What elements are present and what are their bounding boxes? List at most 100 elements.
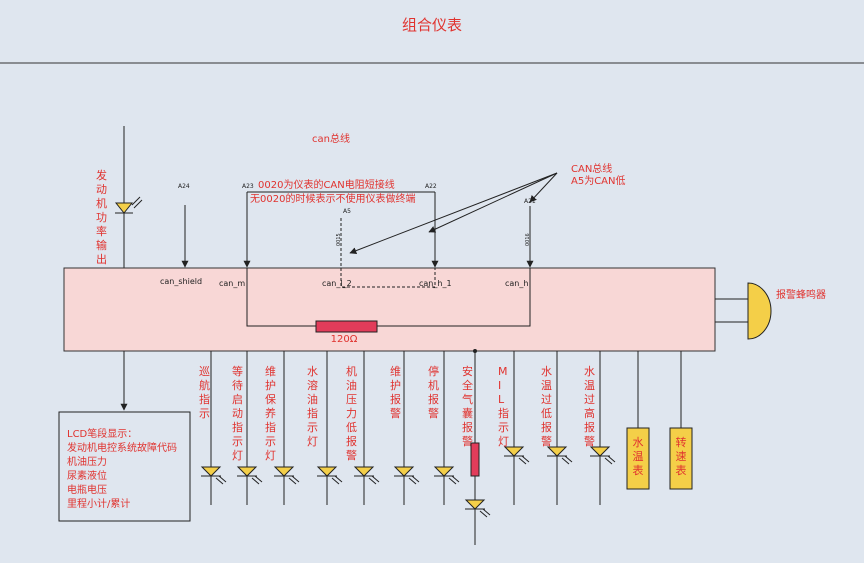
indicator-label: 安全气囊报警 (462, 364, 473, 448)
page-title: 组合仪表 (402, 16, 462, 34)
lamp-ray (368, 477, 377, 485)
lamp-icon (316, 466, 338, 477)
lamp-ray (251, 477, 260, 485)
lamp-icon (433, 466, 455, 477)
indicator-2: 等待启动指示灯 (232, 351, 263, 505)
lamp-ray (411, 475, 420, 483)
can-note-pointer (349, 172, 558, 254)
lamp-ray (334, 475, 343, 483)
termination-loop (246, 268, 531, 327)
indicator-group: 巡航指示 等待启动指示灯 维护保养指示灯 水溶油指示灯 机油压力低报警 维护报警 停机报警 安… (199, 349, 616, 545)
gauge-1: 水温表 (626, 351, 650, 490)
lamp-ray (482, 508, 491, 516)
lamp-icon (464, 499, 486, 510)
can-note-pointer (529, 172, 558, 203)
lamp-ray (604, 457, 613, 465)
lamp-ray (448, 477, 457, 485)
lamp-ray (564, 455, 573, 463)
indicator-11: 水温过高报警 (584, 351, 616, 505)
lamp-ray (521, 455, 530, 463)
pin-a22: A22 (425, 183, 437, 190)
resistor-120-ohm (315, 320, 378, 333)
indicator-label: 维护保养指示灯 (265, 365, 276, 462)
lamp-ray (288, 477, 297, 485)
airbag-resistor (470, 442, 480, 477)
wire-code-0016: 0016 (525, 233, 531, 246)
lamp-ray (218, 475, 227, 483)
junction-dot (473, 349, 477, 353)
lamp-icon (503, 446, 525, 457)
lamp-ray (607, 455, 616, 463)
note-can-bus-line2: A5为CAN低 (571, 174, 626, 187)
lamp-ray (479, 510, 488, 518)
indicator-label: 停机报警 (428, 364, 439, 420)
indicator-label: 水温过高报警 (584, 365, 595, 448)
lamp-icon (273, 466, 295, 477)
lamp-ray (371, 475, 380, 483)
indicator-label: 机油压力低报警 (346, 364, 357, 462)
lcd-title: LCD笔段显示： (67, 427, 137, 440)
engine-power-label: 发动机功率输出 (96, 168, 107, 266)
lamp-icon (353, 466, 375, 477)
lamp-ray (331, 477, 340, 485)
pin-a5: A5 (343, 208, 351, 215)
indicator-10: 水温过低报警 (541, 351, 573, 505)
engine-power-lamp-icon (114, 202, 134, 214)
instrument-cluster-module (63, 267, 716, 352)
wire-code-0015: 0015 (336, 233, 342, 246)
port-can-h-1: can_h_1 (419, 279, 452, 288)
port-can-shield: can_shield (160, 277, 202, 286)
gauge-box (626, 427, 650, 490)
lcd-item: 机油压力 (67, 455, 107, 468)
lamp-icon (589, 446, 611, 457)
dashed-link (340, 218, 436, 288)
indicator-label: 等待启动指示灯 (232, 364, 243, 462)
pin-a24: A24 (178, 183, 190, 190)
can-bus-label: can总线 (312, 132, 350, 145)
lamp-icon (236, 466, 258, 477)
lamp-icon (200, 466, 222, 477)
lamp-ray (291, 475, 300, 483)
note-termination-line2: 无0020的时候表示不使用仪表做终端 (250, 192, 415, 205)
note-can-bus-line1: CAN总线 (571, 162, 612, 175)
indicator-5: 机油压力低报警 (346, 351, 380, 505)
indicator-8: 安全气囊报警 (462, 349, 491, 545)
port-can-l-2: can_l_2 (322, 279, 352, 288)
lcd-item: 电瓶电压 (67, 483, 107, 496)
indicator-label: 维护报警 (390, 365, 401, 420)
gauge-2: 转速表 (669, 351, 693, 490)
resistor-label: 120Ω (331, 334, 358, 345)
port-can-h: can_h (505, 279, 528, 288)
lamp-icon (546, 446, 568, 457)
pin-a23: A23 (242, 183, 254, 190)
lamp-ray (518, 457, 527, 465)
indicator-label: 巡航指示 (199, 365, 210, 420)
port-can-m: can_m (219, 279, 245, 288)
lamp-ray (561, 457, 570, 465)
indicator-label: 水溶油指示灯 (307, 365, 318, 448)
indicator-label: 水温过低报警 (541, 365, 552, 448)
engine-power-lamp-ray (133, 199, 143, 209)
indicator-1: 巡航指示 (199, 351, 227, 505)
lamp-icon (393, 466, 415, 477)
lcd-display-box (58, 411, 191, 522)
buzzer-label: 报警蜂鸣器 (776, 288, 826, 301)
can-note-pointer (428, 172, 558, 233)
lcd-item: 尿素液位 (67, 469, 107, 482)
gauge-box (669, 427, 693, 490)
note-termination-line1: 0020为仪表的CAN电阻短接线 (258, 178, 395, 191)
indicator-4: 水溶油指示灯 (307, 351, 343, 505)
lamp-ray (408, 477, 417, 485)
lcd-item: 里程小计/累计 (67, 497, 130, 510)
indicator-7: 停机报警 (428, 351, 460, 505)
lamp-ray (451, 475, 460, 483)
gauge-label: 转速表 (676, 435, 687, 477)
lamp-ray (215, 477, 224, 485)
engine-power-lamp-ray (131, 196, 141, 206)
